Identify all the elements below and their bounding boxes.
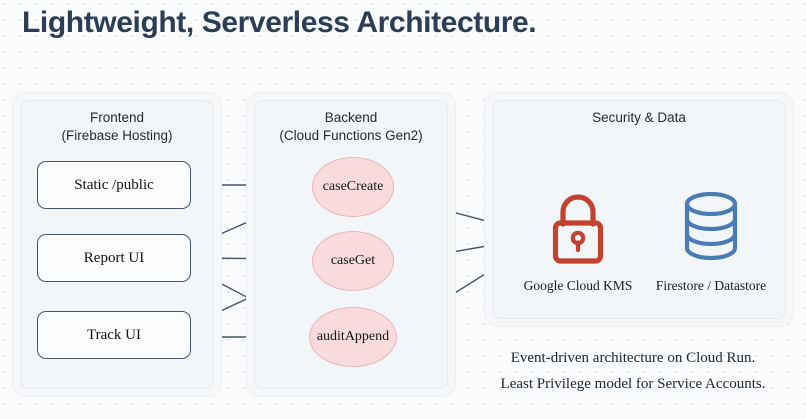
node-caseget-label: caseGet [330,253,376,268]
footer-caption-line-2: Least Privilege model for Service Accoun… [500,376,766,392]
panel-frontend-title: Frontend (Firebase Hosting) [61,110,173,143]
database-icon [684,191,738,261]
kms-icon-group: Google Cloud KMS [524,186,632,293]
panel-security-data-title: Security & Data [592,110,686,125]
database-icon-group: Firestore / Datastore [656,186,766,293]
page-title: Lightweight, Serverless Architecture. [22,6,537,39]
node-auditappend-label: auditAppend [316,329,390,344]
database-icon-label: Firestore / Datastore [655,278,767,293]
node-static-public-label: Static /public [74,176,154,193]
node-casecreate[interactable]: caseCreate [312,157,394,217]
lock-icon [552,194,604,264]
node-track-ui-label: Track UI [86,326,142,343]
panel-backend-title: Backend (Cloud Functions Gen2) [279,110,423,143]
kms-icon-label: Google Cloud KMS [523,278,633,293]
node-casecreate-label: caseCreate [322,179,384,194]
footer-caption-line-1: Event-driven architecture on Cloud Run. [510,350,756,366]
node-auditappend[interactable]: auditAppend [309,307,397,367]
node-caseget[interactable]: caseGet [312,231,394,291]
node-static-public[interactable]: Static /public [37,161,191,209]
footer-caption: Event-driven architecture on Cloud Run. … [470,345,796,397]
node-track-ui[interactable]: Track UI [37,311,191,359]
node-report-ui[interactable]: Report UI [37,234,191,282]
node-report-ui-label: Report UI [83,249,145,266]
